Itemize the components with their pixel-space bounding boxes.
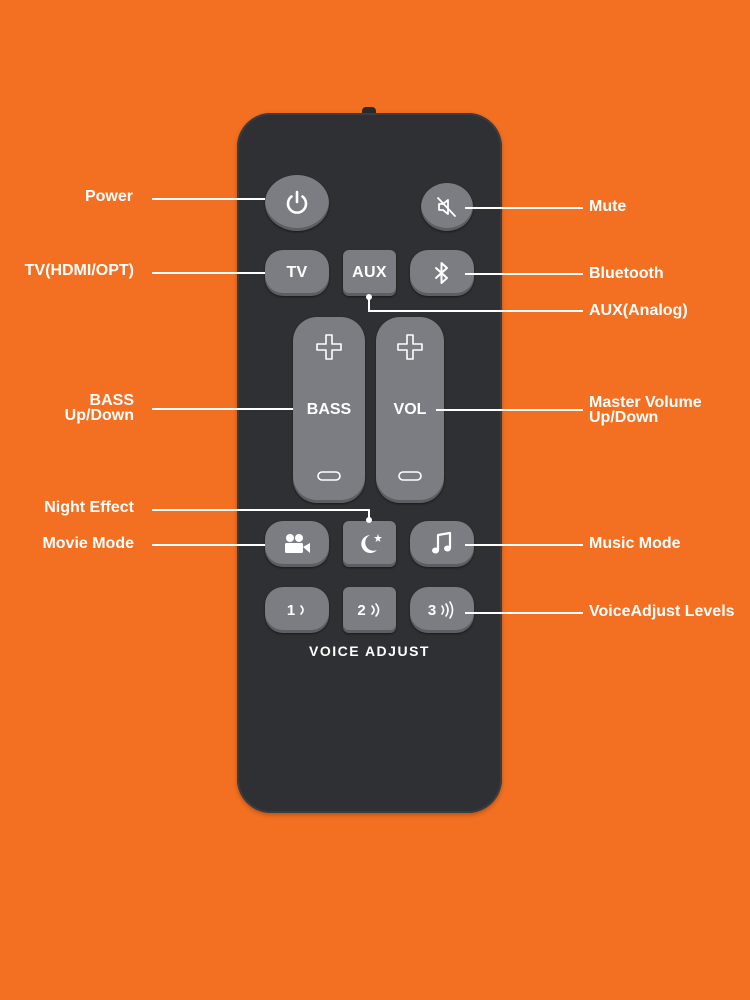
voice-level-3-label: 3 — [427, 601, 437, 619]
bass-label-line1: BASS — [89, 392, 134, 409]
sound-wave-icon — [441, 601, 454, 619]
tv-button[interactable]: TV — [265, 250, 329, 296]
mute-label: Mute — [589, 198, 627, 215]
minus-icon — [317, 471, 341, 481]
voice-level-3-button[interactable]: 3 — [410, 587, 474, 633]
bluetooth-button[interactable] — [410, 250, 474, 296]
power-label: Power — [84, 188, 133, 205]
aux-callout-line-v — [368, 297, 370, 311]
voice-level-2-label: 2 — [357, 601, 366, 619]
mute-callout-line — [465, 207, 583, 209]
music-mode-button[interactable] — [410, 521, 474, 567]
movie-mode-button[interactable] — [265, 521, 329, 567]
remote-control-body — [237, 113, 502, 813]
bass-rocker-button[interactable]: BASS — [293, 317, 365, 503]
tv-hdmi-opt-label: TV(HDMI/OPT) — [24, 262, 134, 279]
voice-level-1-button[interactable]: 1 — [265, 587, 329, 633]
minus-icon — [398, 471, 422, 481]
bass-callout-line — [152, 408, 293, 410]
bluetooth-icon — [435, 262, 448, 284]
remote-top-nub — [362, 107, 376, 115]
bluetooth-label: Bluetooth — [589, 265, 664, 282]
volume-rocker-label: VOL — [393, 401, 427, 418]
plus-icon — [316, 334, 342, 360]
music-note-icon — [432, 531, 452, 554]
night-effect-button[interactable] — [343, 521, 396, 567]
movie-callout-line — [152, 544, 265, 546]
voice-level-2-button[interactable]: 2 — [343, 587, 396, 633]
bass-label-line2: Up/Down — [64, 407, 134, 424]
movie-camera-icon — [285, 534, 310, 553]
night-callout-dot — [366, 517, 372, 523]
power-button[interactable] — [265, 175, 329, 231]
night-effect-label: Night Effect — [44, 499, 134, 516]
night-callout-line-h — [152, 509, 369, 511]
aux-callout-line-h — [368, 310, 583, 312]
sound-wave-icon — [370, 603, 379, 617]
moon-star-icon — [360, 534, 382, 553]
aux-button-label: AUX — [352, 264, 387, 281]
master-volume-label-line2: Up/Down — [589, 409, 659, 426]
bluetooth-callout-line — [465, 273, 583, 275]
voiceadjust-levels-label: VoiceAdjust Levels — [589, 603, 735, 620]
sound-wave-icon — [300, 605, 304, 615]
voice-level-1-label: 1 — [286, 601, 296, 619]
tv-button-label: TV — [286, 264, 308, 281]
voice-adjust-caption: VOICE ADJUST — [309, 643, 430, 659]
voice-callout-line — [465, 612, 583, 614]
aux-analog-label: AUX(Analog) — [589, 302, 688, 319]
volume-rocker-button[interactable]: VOL — [376, 317, 444, 503]
music-callout-line — [465, 544, 583, 546]
master-volume-label: Master Volume Up/Down — [589, 394, 702, 426]
music-mode-label: Music Mode — [589, 535, 681, 552]
power-callout-line — [152, 198, 265, 200]
speaker-muted-icon — [437, 197, 456, 217]
master-volume-label-line1: Master Volume — [589, 394, 702, 411]
power-icon — [286, 190, 308, 214]
plus-icon — [397, 334, 423, 360]
tv-callout-line — [152, 272, 265, 274]
movie-mode-label: Movie Mode — [42, 535, 134, 552]
night-callout-line-v — [368, 509, 370, 521]
volume-callout-line — [436, 409, 583, 411]
aux-button[interactable]: AUX — [343, 250, 396, 296]
mute-button[interactable] — [421, 183, 473, 231]
bass-label: BASS Up/Down — [64, 392, 134, 424]
bass-rocker-label: BASS — [306, 401, 352, 418]
